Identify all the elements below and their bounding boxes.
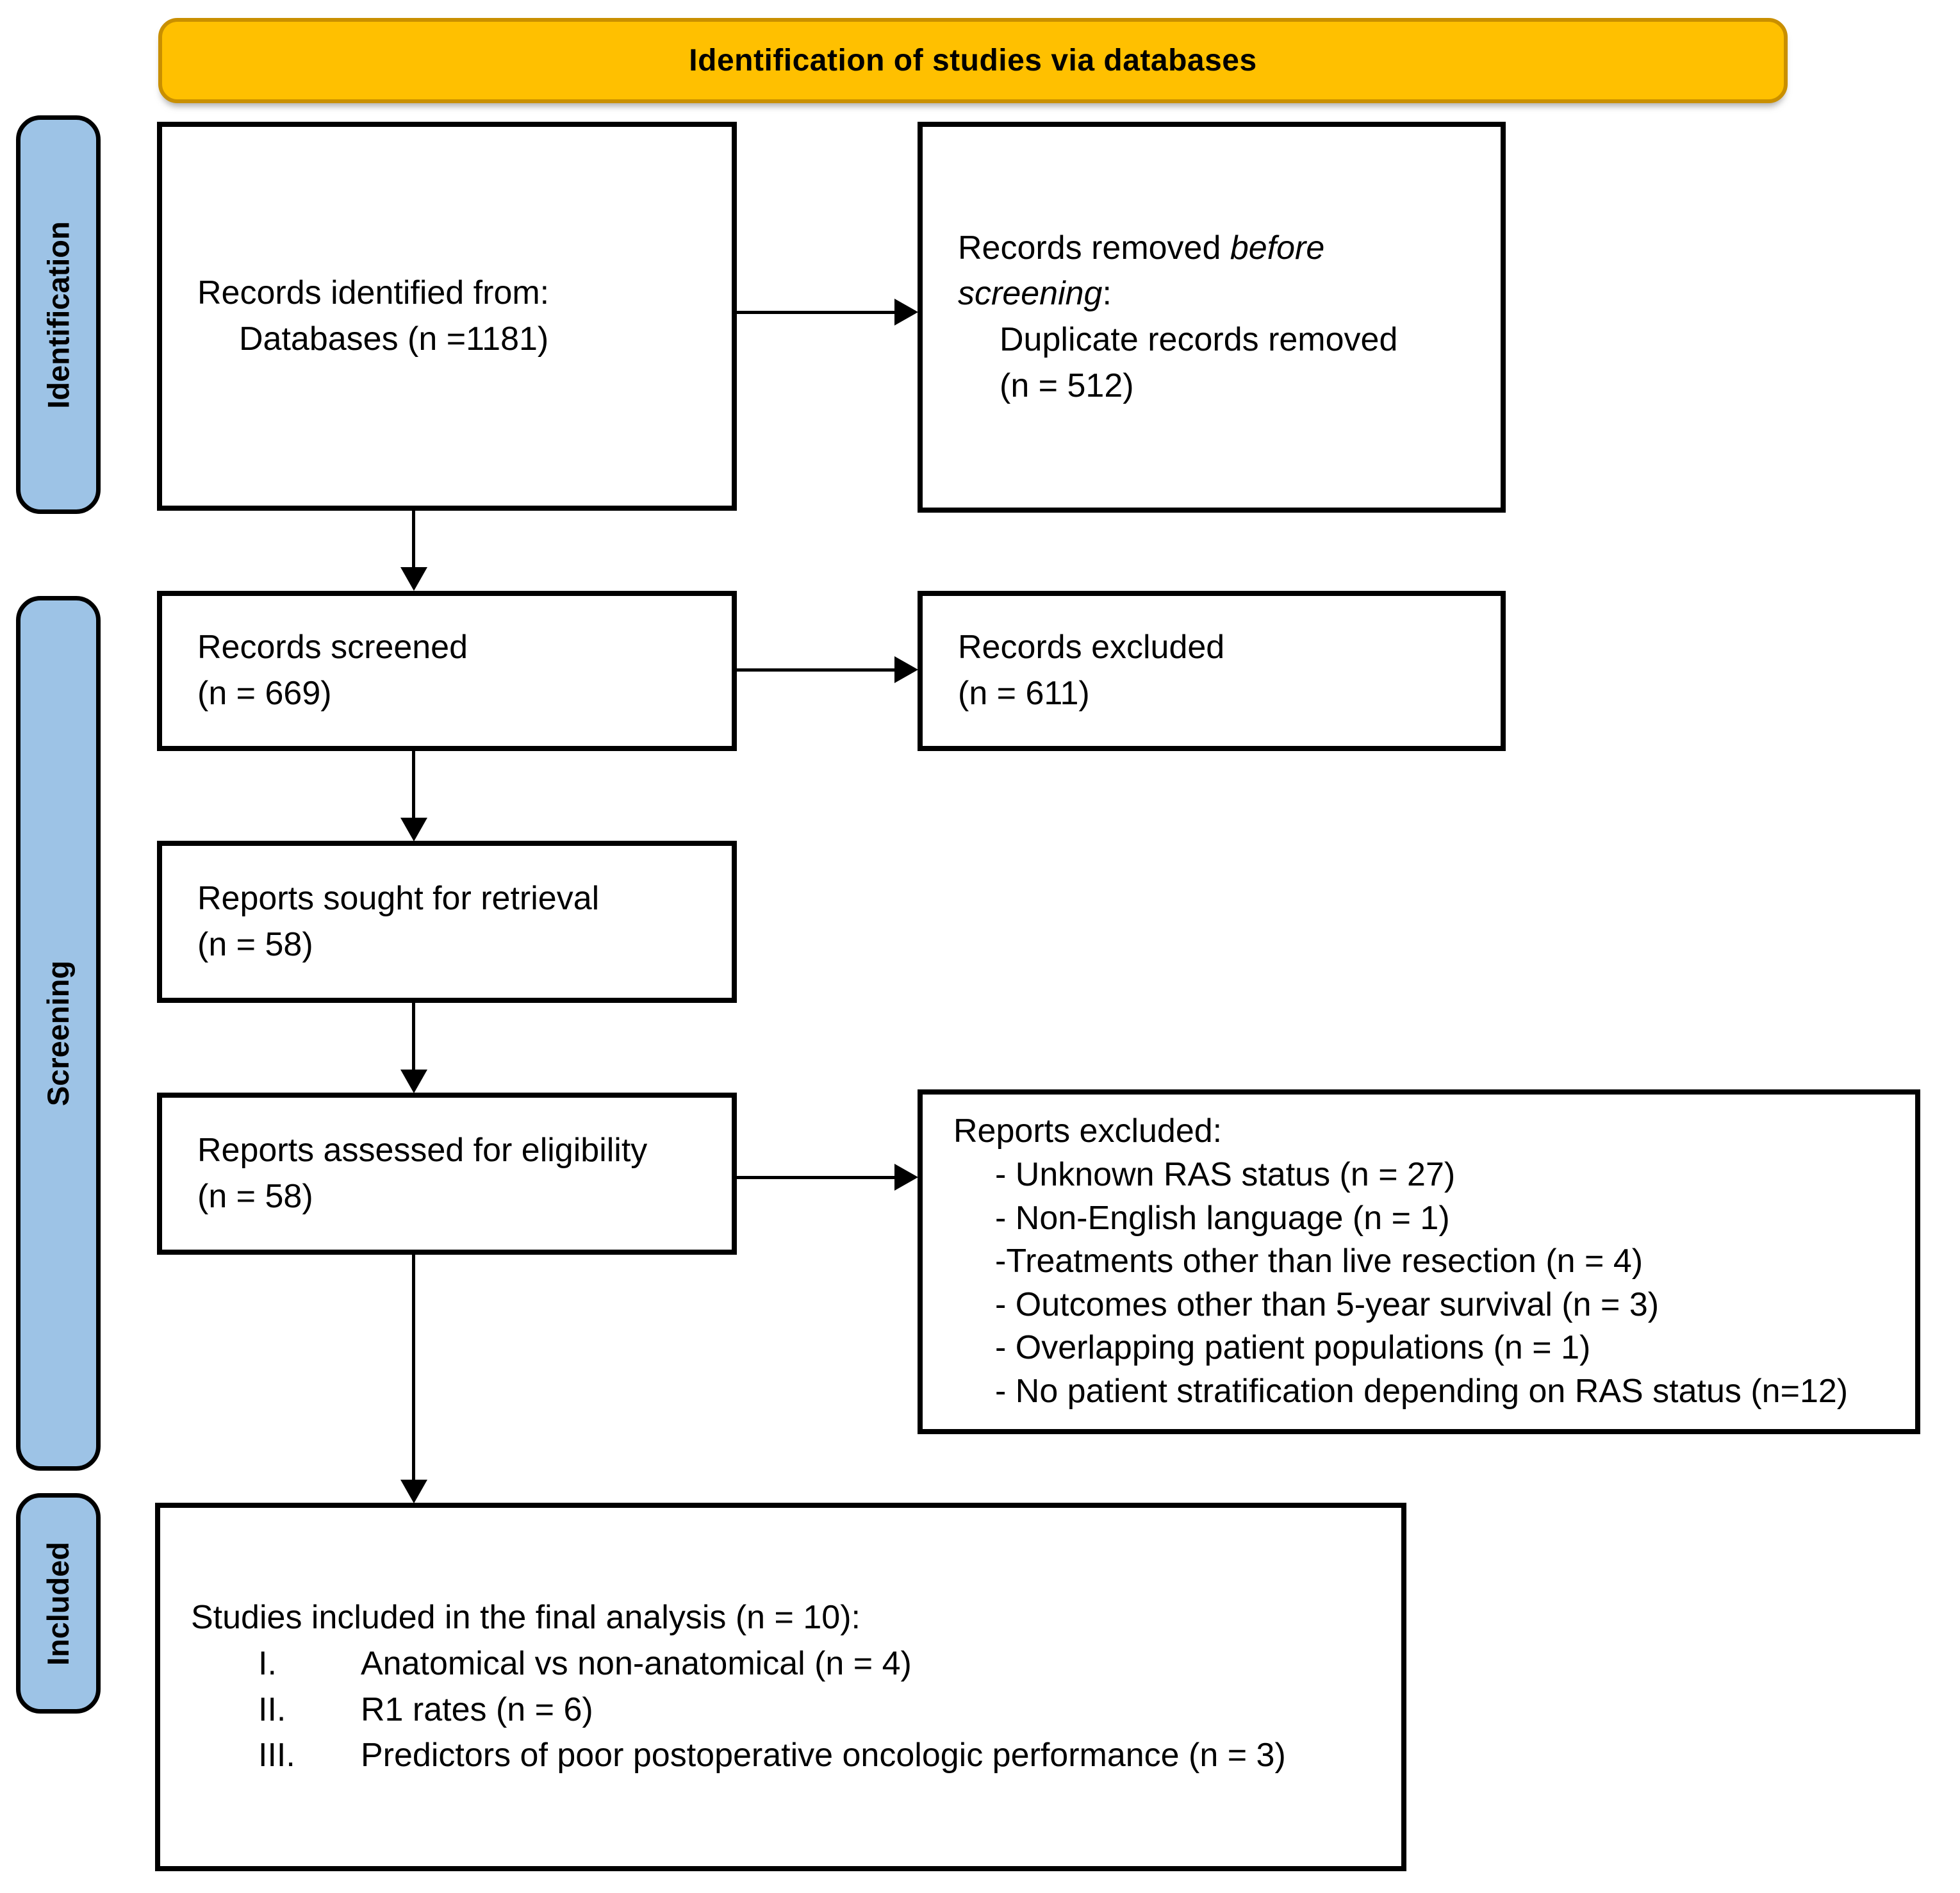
- reports-assessed-line1: Reports assessed for eligibility: [197, 1131, 648, 1169]
- box-records-screened: Records screened (n = 669): [157, 591, 737, 751]
- reports-excluded-item: - Non-English language (n = 1): [995, 1199, 1450, 1237]
- arrow-line-identified-to-removed: [737, 311, 894, 314]
- studies-included-item-text: Anatomical vs non-anatomical (n = 4): [361, 1644, 912, 1682]
- box-reports-sought: Reports sought for retrieval (n = 58): [157, 841, 737, 1003]
- reports-excluded-item: - Overlapping patient populations (n = 1…: [995, 1329, 1591, 1367]
- studies-included-item: II. R1 rates (n = 6): [191, 1687, 1401, 1733]
- phase-label-screening-text: Screening: [41, 960, 76, 1107]
- banner-identification-via-databases: Identification of studies via databases: [158, 18, 1788, 103]
- arrow-line-screened-to-excluded: [737, 668, 894, 672]
- arrowhead-right-icon: [894, 1164, 918, 1191]
- phase-label-screening: Screening: [16, 596, 101, 1471]
- records-excluded-count: (n = 611): [958, 675, 1090, 712]
- records-removed-suffix: :: [1102, 275, 1112, 313]
- studies-included-item-numeral: III.: [258, 1737, 295, 1774]
- records-removed-heading: Records removed before screening:: [958, 226, 1374, 318]
- reports-excluded-item: - Unknown RAS status (n = 27): [995, 1156, 1456, 1194]
- arrow-line-screened-to-sought: [412, 751, 415, 819]
- studies-included-item-text: Predictors of poor postoperative oncolog…: [361, 1737, 1286, 1774]
- arrowhead-right-icon: [894, 656, 918, 683]
- phase-label-identification: Identification: [16, 115, 101, 514]
- reports-sought-count: (n = 58): [197, 925, 313, 963]
- records-removed-emphasis: before screening: [958, 229, 1325, 313]
- phase-label-included: Included: [16, 1493, 101, 1714]
- studies-included-item: I. Anatomical vs non-anatomical (n = 4): [191, 1641, 1401, 1687]
- studies-included-title: Studies included in the final analysis (…: [191, 1599, 861, 1636]
- reports-excluded-item: - Outcomes other than 5-year survival (n…: [995, 1285, 1659, 1323]
- box-records-excluded: Records excluded (n = 611): [918, 591, 1506, 751]
- studies-included-item-text: R1 rates (n = 6): [361, 1690, 593, 1728]
- records-excluded-line1: Records excluded: [958, 629, 1225, 666]
- records-removed-count: (n = 512): [1000, 367, 1134, 404]
- studies-included-item: III. Predictors of poor postoperative on…: [191, 1733, 1401, 1779]
- reports-sought-line1: Reports sought for retrieval: [197, 879, 600, 917]
- banner-title: Identification of studies via databases: [689, 44, 1257, 78]
- arrowhead-down-icon: [400, 567, 427, 591]
- records-screened-count: (n = 669): [197, 675, 332, 712]
- reports-excluded-item: -Treatments other than live resection (n…: [995, 1243, 1643, 1280]
- arrow-line-assessed-to-included: [412, 1255, 415, 1481]
- reports-assessed-count: (n = 58): [197, 1177, 313, 1215]
- arrowhead-right-icon: [894, 299, 918, 326]
- arrow-line-assessed-to-reports-excluded: [737, 1176, 894, 1179]
- phase-label-identification-text: Identification: [41, 220, 76, 409]
- box-studies-included: Studies included in the final analysis (…: [155, 1503, 1406, 1871]
- reports-excluded-title: Reports excluded:: [953, 1112, 1223, 1150]
- records-identified-line2: Databases (n =1181): [239, 320, 549, 358]
- arrowhead-down-icon: [400, 1070, 427, 1093]
- arrowhead-down-icon: [400, 818, 427, 841]
- reports-excluded-item: - No patient stratification depending on…: [995, 1372, 1849, 1410]
- arrowhead-down-icon: [400, 1480, 427, 1503]
- arrow-line-identified-to-screened: [412, 509, 415, 568]
- phase-label-included-text: Included: [41, 1541, 76, 1666]
- records-screened-line1: Records screened: [197, 629, 468, 666]
- box-reports-excluded: Reports excluded: - Unknown RAS status (…: [918, 1089, 1920, 1434]
- records-removed-detail: Duplicate records removed: [1000, 321, 1398, 358]
- studies-included-item-numeral: I.: [258, 1644, 277, 1682]
- records-identified-line1: Records identified from:: [197, 274, 550, 311]
- box-records-removed-before-screening: Records removed before screening: Duplic…: [918, 122, 1506, 513]
- arrow-line-sought-to-assessed: [412, 1003, 415, 1071]
- box-records-identified: Records identified from: Databases (n =1…: [157, 122, 737, 511]
- records-removed-prefix: Records removed: [958, 229, 1230, 267]
- studies-included-item-numeral: II.: [258, 1690, 286, 1728]
- box-reports-assessed: Reports assessed for eligibility (n = 58…: [157, 1093, 737, 1255]
